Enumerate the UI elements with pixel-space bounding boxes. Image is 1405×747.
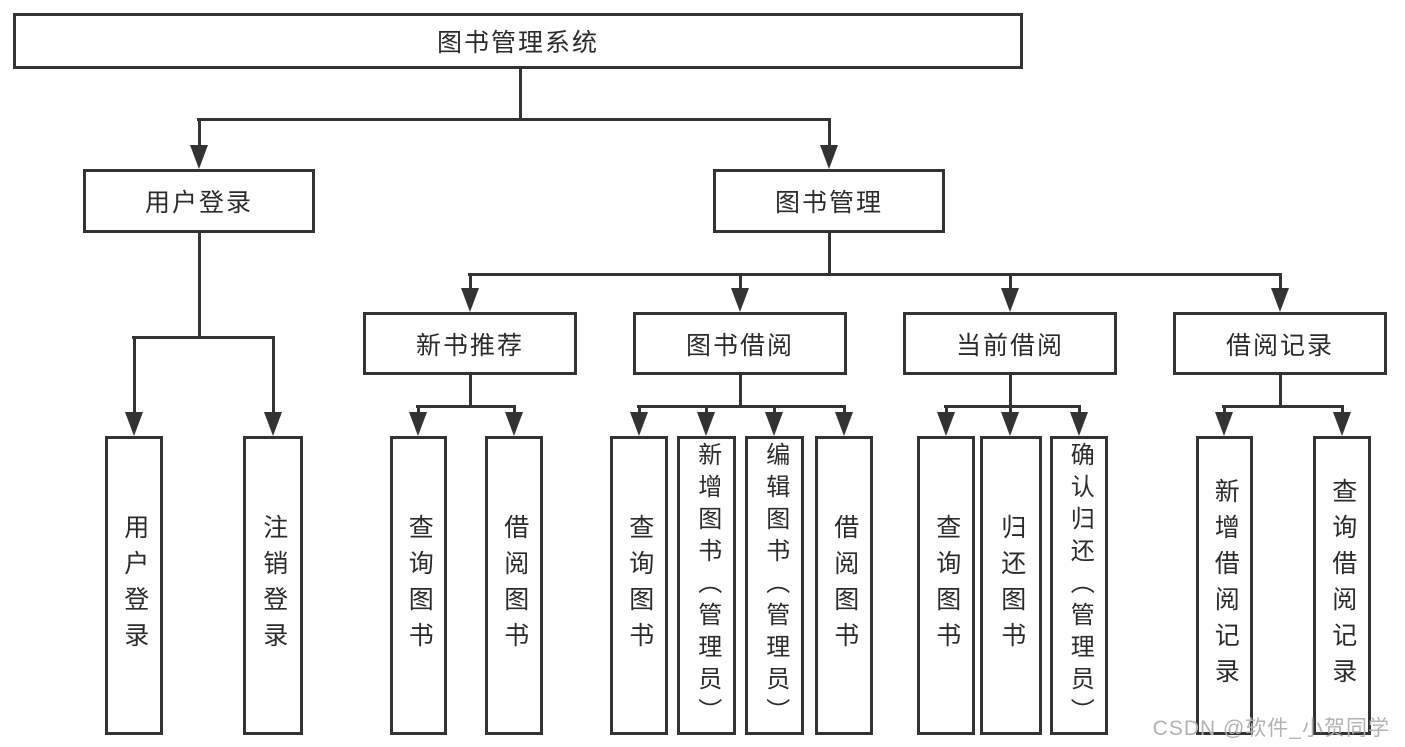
- arrowhead-icon: [505, 412, 523, 436]
- connector-line: [945, 405, 948, 414]
- leaf-query-books-current-label: 查询图书: [932, 513, 961, 658]
- connector-line: [416, 405, 516, 408]
- arrowhead-icon: [765, 412, 783, 436]
- connector-line: [1222, 405, 1343, 408]
- node-borrowing-records: 借阅记录: [1173, 312, 1387, 375]
- leaf-query-books-recommend: 查询图书: [390, 436, 447, 735]
- connector-line: [1078, 405, 1081, 414]
- leaf-borrow-books-recommend: 借阅图书: [485, 436, 543, 735]
- leaf-add-borrow-record-label: 新增借阅记录: [1211, 477, 1240, 694]
- connector-line: [132, 336, 275, 339]
- leaf-edit-books-admin-label: 编辑图书（管理员）: [761, 441, 789, 730]
- connector-line: [843, 405, 846, 414]
- connector-line: [469, 273, 472, 290]
- leaf-return-books: 归还图书: [980, 436, 1042, 735]
- arrowhead-icon: [1070, 412, 1088, 436]
- connector-line: [828, 118, 831, 147]
- connector-line: [739, 273, 742, 290]
- leaf-user-login-label: 用户登录: [120, 513, 149, 658]
- connector-line: [637, 405, 845, 408]
- connector-line: [469, 375, 472, 408]
- arrowhead-icon: [937, 412, 955, 436]
- connector-line: [705, 405, 708, 414]
- arrowhead-icon: [1333, 412, 1351, 436]
- node-current-borrowing: 当前借阅: [903, 312, 1117, 375]
- arrowhead-icon: [697, 412, 715, 436]
- connector-line: [739, 375, 742, 408]
- leaf-query-books-current: 查询图书: [917, 436, 975, 735]
- arrowhead-icon: [461, 288, 479, 312]
- connector-line: [828, 233, 831, 276]
- arrowhead-icon: [264, 412, 282, 436]
- arrowhead-icon: [835, 412, 853, 436]
- arrowhead-icon: [820, 145, 838, 169]
- connector-line: [1279, 273, 1282, 290]
- leaf-query-books-borrowing-label: 查询图书: [625, 513, 654, 658]
- leaf-logout: 注销登录: [243, 436, 303, 735]
- leaf-query-books-recommend-label: 查询图书: [405, 513, 434, 658]
- node-new-book-recommendation: 新书推荐: [363, 312, 577, 375]
- leaf-logout-label: 注销登录: [259, 513, 288, 658]
- connector-line: [519, 68, 522, 121]
- connector-line: [513, 405, 516, 414]
- leaf-borrow-books-recommend-label: 借阅图书: [500, 513, 529, 658]
- connector-line: [1009, 405, 1012, 414]
- arrowhead-icon: [1001, 288, 1019, 312]
- arrowhead-icon: [1215, 412, 1233, 436]
- leaf-query-borrow-record-label: 查询借阅记录: [1328, 477, 1357, 694]
- connector-line: [638, 405, 641, 414]
- leaf-add-books-admin: 新增图书（管理员）: [677, 436, 736, 735]
- node-user-login: 用户登录: [83, 169, 315, 233]
- connector-line: [1009, 375, 1012, 408]
- connector-line: [773, 405, 776, 414]
- connector-line: [468, 273, 1282, 276]
- connector-line: [1009, 273, 1012, 290]
- arrowhead-icon: [630, 412, 648, 436]
- leaf-edit-books-admin: 编辑图书（管理员）: [745, 436, 804, 735]
- arrowhead-icon: [731, 288, 749, 312]
- connector-line: [1279, 375, 1282, 408]
- leaf-return-books-label: 归还图书: [997, 513, 1026, 658]
- connector-line: [272, 336, 275, 414]
- leaf-user-login: 用户登录: [105, 436, 163, 735]
- watermark-text: CSDN @软件_小贺同学: [1152, 717, 1390, 740]
- arrowhead-icon: [125, 412, 143, 436]
- node-library-system: 图书管理系统: [13, 13, 1023, 69]
- arrowhead-icon: [190, 145, 208, 169]
- leaf-confirm-return-admin-label: 确认归还（管理员）: [1066, 441, 1094, 730]
- connector-line: [417, 405, 420, 414]
- leaf-borrow-books-borrowing: 借阅图书: [815, 436, 873, 735]
- leaf-confirm-return-admin: 确认归还（管理员）: [1050, 436, 1108, 735]
- node-book-borrowing: 图书借阅: [633, 312, 847, 375]
- arrowhead-icon: [1271, 288, 1289, 312]
- leaf-add-borrow-record: 新增借阅记录: [1196, 436, 1253, 735]
- connector-line: [1223, 405, 1226, 414]
- connector-line: [133, 336, 136, 414]
- leaf-query-borrow-record: 查询借阅记录: [1313, 436, 1371, 735]
- arrowhead-icon: [409, 412, 427, 436]
- leaf-query-books-borrowing: 查询图书: [610, 436, 668, 735]
- connector-line: [1341, 405, 1344, 414]
- leaf-borrow-books-borrowing-label: 借阅图书: [830, 513, 859, 658]
- leaf-add-books-admin-label: 新增图书（管理员）: [693, 441, 721, 730]
- connector-line: [198, 233, 201, 339]
- connector-line: [944, 405, 1080, 408]
- arrowhead-icon: [1001, 412, 1019, 436]
- node-book-management: 图书管理: [713, 169, 945, 233]
- connector-line: [197, 118, 831, 121]
- connector-line: [198, 118, 201, 147]
